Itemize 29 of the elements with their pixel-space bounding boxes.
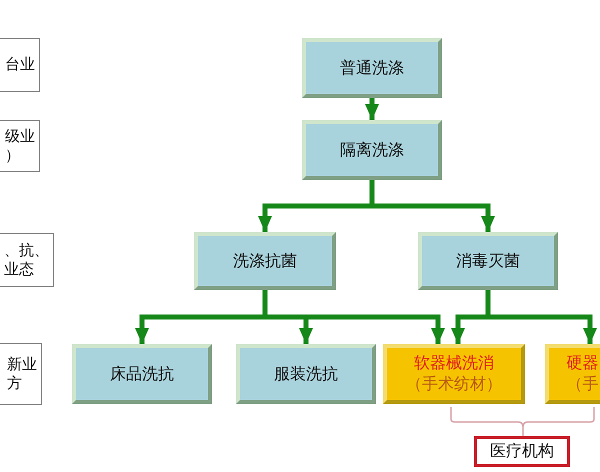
- level-box: [0, 38, 40, 92]
- box-label: 普通洗涤: [340, 58, 404, 78]
- group-box: [474, 436, 570, 467]
- box-label: 消毒灭菌: [456, 250, 520, 272]
- box-label: 隔离洗涤: [340, 140, 404, 160]
- process-box: [302, 38, 442, 98]
- box-label: 医疗机构: [490, 441, 554, 462]
- box-label: 硬器: [566, 353, 600, 374]
- process-box: [418, 232, 558, 290]
- level-box: [0, 343, 42, 405]
- level-box: [0, 120, 40, 172]
- arrow: [365, 98, 379, 120]
- box-label: （手: [566, 374, 600, 395]
- process-box: [72, 344, 212, 404]
- process-box: [194, 232, 336, 290]
- process-box: [383, 344, 525, 404]
- process-box: [545, 344, 600, 404]
- process-box: [302, 120, 442, 180]
- box-label: 服装洗抗: [274, 364, 338, 384]
- box-label: 级业）: [5, 126, 35, 166]
- box-label: 床品洗抗: [110, 364, 174, 384]
- box-label: 台业: [5, 55, 35, 75]
- box-label: 、抗、业态: [4, 240, 49, 280]
- box-label: 软器械洗消: [414, 353, 494, 374]
- box-label: 新业方: [7, 354, 37, 394]
- box-label: 洗涤抗菌: [233, 250, 297, 272]
- level-box: [0, 233, 54, 287]
- process-box: [236, 344, 376, 404]
- box-label: （手术纺材）: [406, 374, 502, 395]
